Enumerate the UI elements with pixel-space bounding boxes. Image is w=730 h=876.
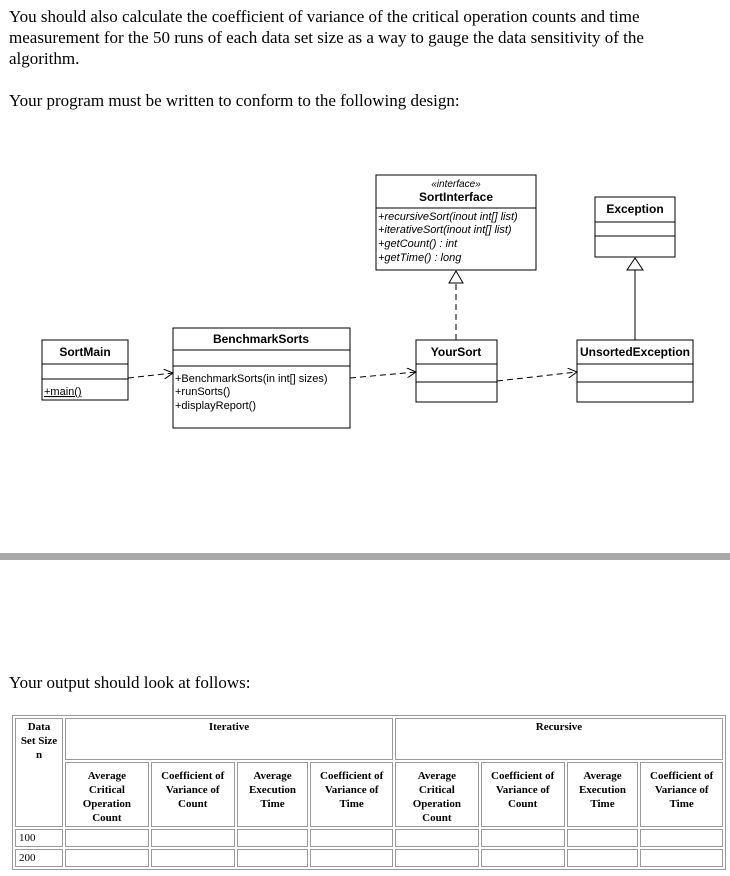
table-cell xyxy=(480,849,565,867)
table-cell xyxy=(566,829,639,847)
class-name-unsorted-exception: UnsortedException xyxy=(580,345,690,359)
row-size-cell: 100 xyxy=(15,829,63,847)
table-cell xyxy=(236,849,309,867)
col-header-recursive-cov-time: Coefficient of Variance of Time xyxy=(640,762,723,827)
class-sort-main: SortMain +main() xyxy=(41,339,129,401)
table-row: 100 xyxy=(15,829,723,847)
table-cell xyxy=(566,849,639,867)
table-header-row-groups: Data Set Size n Iterative Recursive xyxy=(15,718,723,827)
class-name-exception: Exception xyxy=(606,202,663,216)
generalization-arrowhead xyxy=(626,257,644,271)
dependency-arrow-yoursort-to-unsorted-exception xyxy=(496,372,577,382)
intro-paragraph-design: Your program must be written to conform … xyxy=(9,91,460,110)
op-benchmark-constructor: +BenchmarkSorts(in int[] sizes) xyxy=(175,373,328,385)
section-divider xyxy=(0,553,730,560)
class-unsorted-exception: UnsortedException xyxy=(576,339,694,403)
uml-class-diagram: «interface» SortInterface +recursiveSort… xyxy=(41,174,694,429)
class-benchmark-sorts: BenchmarkSorts +BenchmarkSorts(in int[] … xyxy=(172,327,351,429)
class-name-sort-interface: SortInterface xyxy=(419,190,493,204)
table-cell xyxy=(394,829,479,847)
col-header-recursive-cov-count: Coefficient of Variance of Count xyxy=(480,762,565,827)
table-cell xyxy=(640,849,723,867)
class-name-your-sort: YourSort xyxy=(431,345,481,359)
class-your-sort: YourSort xyxy=(415,339,498,403)
realization-arrowhead xyxy=(448,270,464,284)
col-header-iterative-avg-count: Average Critical Operation Count xyxy=(65,762,149,827)
interface-stereotype: «interface» xyxy=(431,179,481,190)
intro-paragraph-variance: You should also calculate the coefficien… xyxy=(9,7,644,68)
data-set-size-header: Data Set Size n xyxy=(15,718,63,827)
col-header-iterative-cov-count: Coefficient of Variance of Count xyxy=(150,762,235,827)
group-header-recursive: Recursive xyxy=(394,718,723,760)
dependency-arrow-main-to-benchmark xyxy=(127,373,173,378)
table-row: 200 xyxy=(15,849,723,867)
col-header-recursive-avg-count: Average Critical Operation Count xyxy=(394,762,479,827)
op-recursive-sort: +recursiveSort(inout int[] list) xyxy=(378,211,518,223)
table-cell xyxy=(150,849,235,867)
table-header-row-columns: Average Critical Operation Count Coeffic… xyxy=(15,762,723,827)
class-sort-interface: «interface» SortInterface +recursiveSort… xyxy=(375,174,537,271)
table-cell xyxy=(65,849,149,867)
table-cell xyxy=(310,849,393,867)
class-name-benchmark-sorts: BenchmarkSorts xyxy=(213,332,309,346)
op-run-sorts: +runSorts() xyxy=(175,386,230,398)
table-cell xyxy=(310,829,393,847)
output-report-table: Data Set Size n Iterative Recursive Aver… xyxy=(12,715,726,870)
class-name-sort-main: SortMain xyxy=(59,345,110,359)
row-size-cell: 200 xyxy=(15,849,63,867)
col-header-iterative-avg-time: Average Execution Time xyxy=(236,762,309,827)
table-cell xyxy=(394,849,479,867)
table-cell xyxy=(65,829,149,847)
table-cell xyxy=(480,829,565,847)
op-main: +main() xyxy=(44,386,82,398)
output-intro-paragraph: Your output should look at follows: xyxy=(9,673,251,692)
op-get-time: +getTime() : long xyxy=(378,252,462,264)
table-cell xyxy=(150,829,235,847)
col-header-recursive-avg-time: Average Execution Time xyxy=(566,762,639,827)
op-display-report: +displayReport() xyxy=(175,400,256,412)
table-cell xyxy=(640,829,723,847)
group-header-iterative: Iterative xyxy=(65,718,393,760)
dependency-arrow-benchmark-to-yoursort xyxy=(349,372,416,379)
table-cell xyxy=(236,829,309,847)
class-exception: Exception xyxy=(594,196,676,258)
col-header-iterative-cov-time: Coefficient of Variance of Time xyxy=(310,762,393,827)
op-iterative-sort: +iterativeSort(inout int[] list) xyxy=(378,224,512,236)
op-get-count: +getCount() : int xyxy=(378,238,458,250)
